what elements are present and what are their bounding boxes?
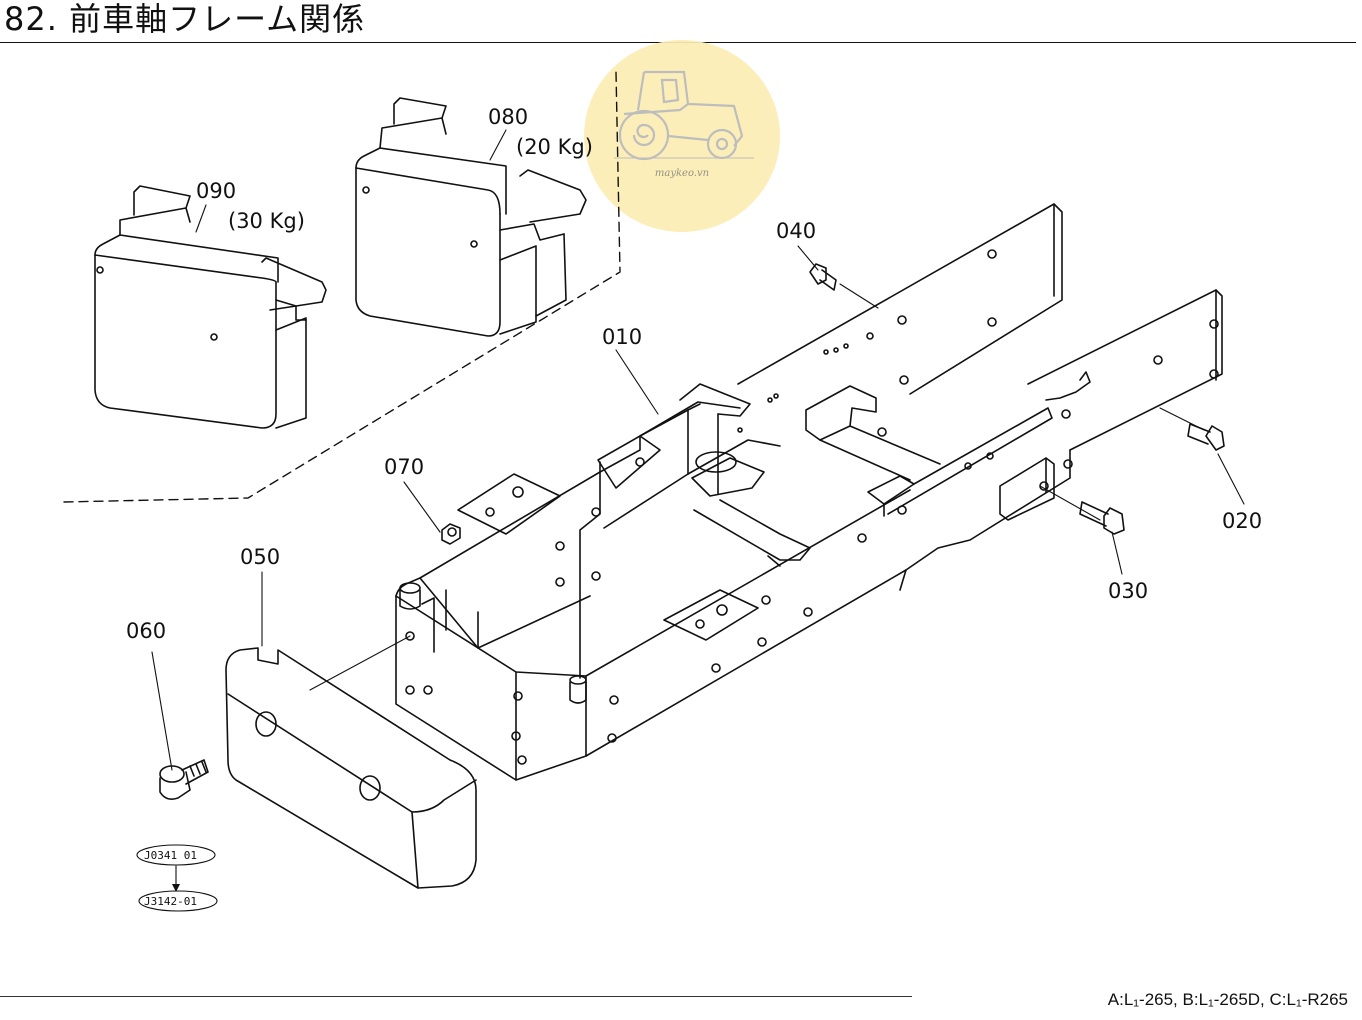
reference-code-1: J0341 01 xyxy=(144,849,197,862)
label-090-weight: (30 Kg) xyxy=(228,209,305,233)
label-060: 060 xyxy=(126,619,166,643)
weight-090 xyxy=(94,185,327,429)
label-030: 030 xyxy=(1108,579,1148,603)
model-applicability-note: A:L₁-265, B:L₁-265D, C:L₁-R265 xyxy=(1107,990,1348,1009)
label-080-weight: (20 Kg) xyxy=(516,135,593,159)
label-010: 010 xyxy=(602,325,642,349)
bottom-rule xyxy=(0,996,912,997)
label-020: 020 xyxy=(1222,509,1262,533)
label-080: 080 xyxy=(488,105,528,129)
tractor-icon xyxy=(614,70,754,161)
bolt-040 xyxy=(809,263,837,291)
label-090: 090 xyxy=(196,179,236,203)
bolt-020 xyxy=(1187,423,1225,451)
bolt-030 xyxy=(1079,501,1125,535)
weight-050 xyxy=(225,647,477,889)
label-070: 070 xyxy=(384,455,424,479)
watermark-text: maykeo.vn xyxy=(654,168,710,179)
frame-010 xyxy=(395,203,1223,781)
label-040: 040 xyxy=(776,219,816,243)
page-title: 82. 前車軸フレーム関係 xyxy=(4,0,366,38)
reference-code-2: J3142-01 xyxy=(144,895,197,908)
weight-080 xyxy=(355,97,587,337)
bolt-060 xyxy=(159,759,209,800)
label-050: 050 xyxy=(240,545,280,569)
nut-070 xyxy=(441,523,461,545)
